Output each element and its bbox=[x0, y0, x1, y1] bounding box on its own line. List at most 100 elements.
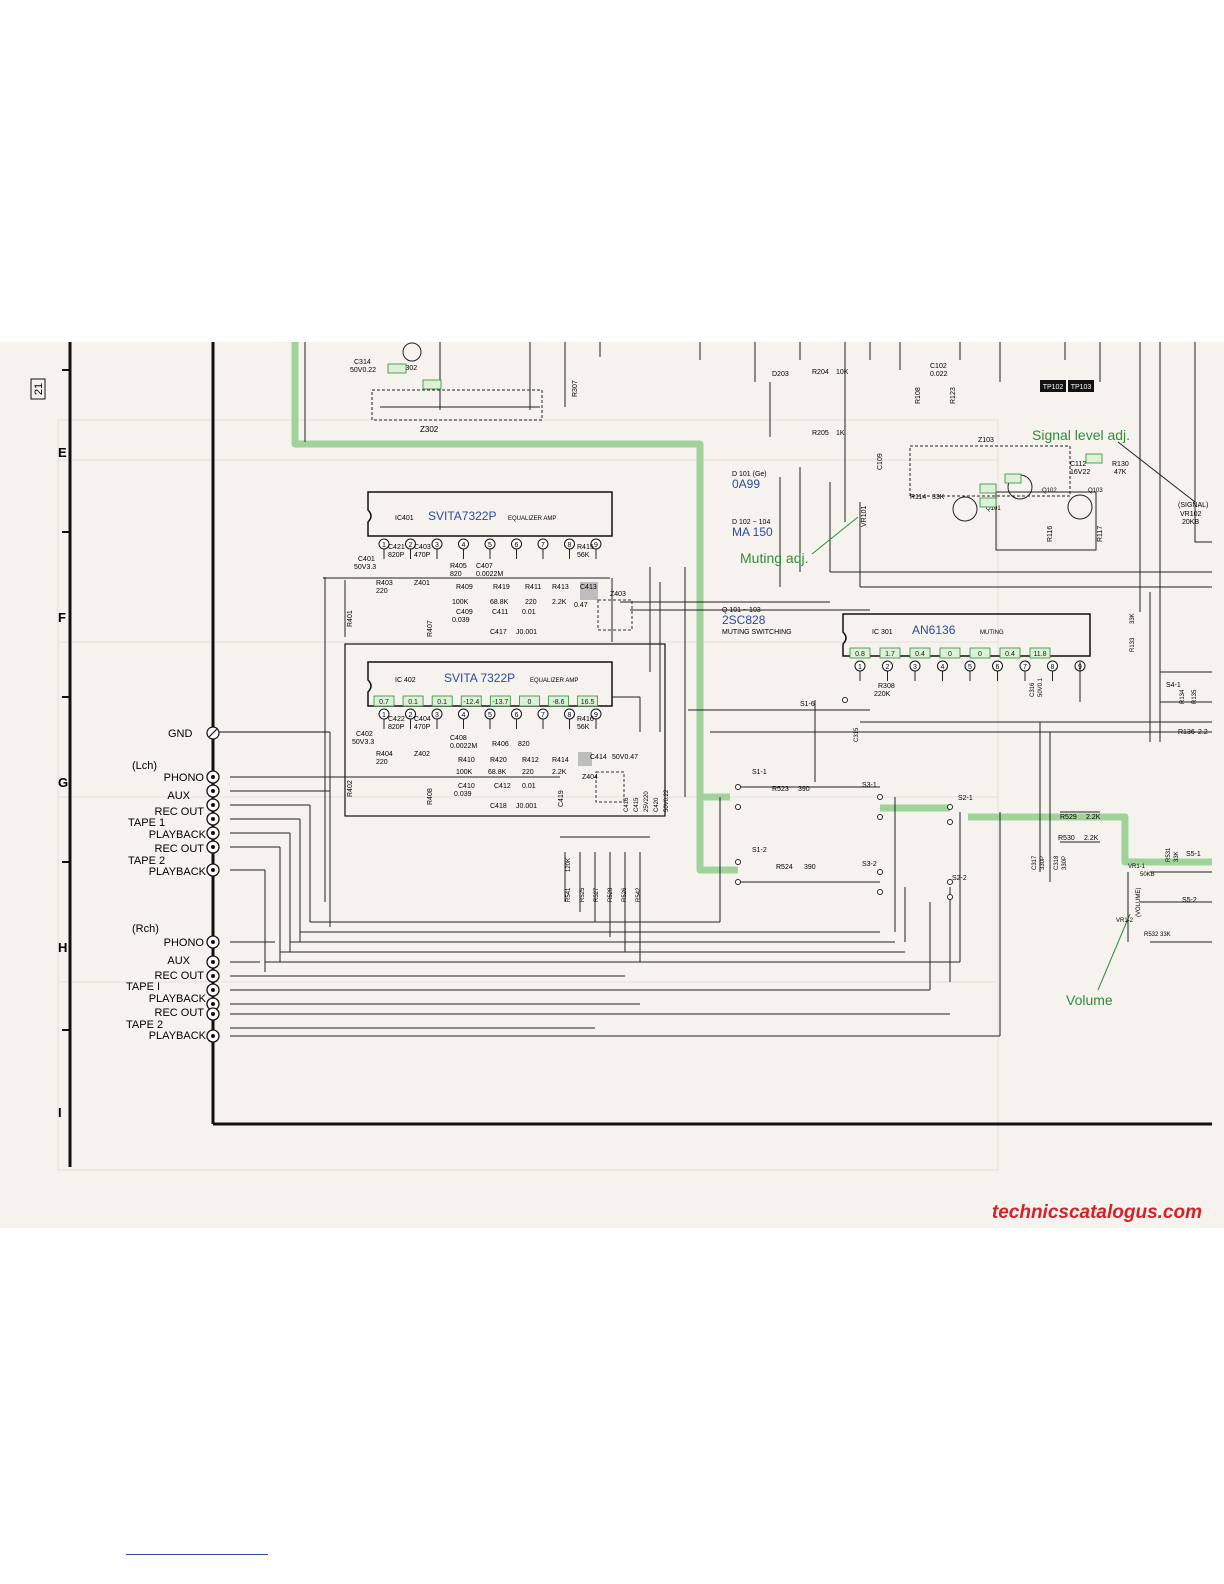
c403-label: C403 bbox=[414, 544, 431, 551]
ic301-pin-number: 6 bbox=[996, 664, 1000, 671]
r531-label: R531 bbox=[1166, 847, 1172, 862]
ic402-pin bbox=[537, 708, 549, 720]
r415-value: 56K bbox=[577, 552, 590, 559]
ic402-voltage: 16.5 bbox=[581, 699, 595, 706]
rca-jack-pin bbox=[211, 1034, 215, 1038]
c407-value: 0.0022M bbox=[476, 571, 503, 578]
r404-label: R404 bbox=[376, 751, 393, 758]
ic401-part: SVITA7322P bbox=[428, 509, 496, 523]
r530-value: 2.2K bbox=[1084, 835, 1099, 842]
ic402-pin-number: 5 bbox=[488, 712, 492, 719]
c318-label: C318 bbox=[1054, 855, 1060, 870]
c412-label: C412 bbox=[494, 783, 511, 790]
ic402-voltage: 0.7 bbox=[379, 699, 389, 706]
c417-label: C417 bbox=[490, 629, 507, 636]
r412-label: R412 bbox=[522, 757, 539, 764]
muting-leader bbox=[811, 516, 859, 555]
rch-aux: AUX bbox=[167, 955, 190, 967]
vr102-value: 20KB bbox=[1182, 519, 1199, 526]
vr102-label: VR102 bbox=[1180, 511, 1202, 518]
c420-value: 50V0.22 bbox=[664, 789, 670, 812]
rca-jack-pin bbox=[211, 940, 215, 944]
z401-label: Z401 bbox=[414, 580, 430, 587]
r528-label: R528 bbox=[608, 887, 614, 902]
volume-leader bbox=[1097, 913, 1131, 991]
d101-label: D 101 (Ge) bbox=[732, 471, 767, 478]
ic401-pin-number: 3 bbox=[435, 542, 439, 549]
ic402-pin-number: 4 bbox=[462, 712, 466, 719]
r413-value: 2.2K bbox=[552, 599, 567, 606]
tp103-label: TP103 bbox=[1071, 384, 1092, 391]
c318-value: 330P bbox=[1062, 856, 1068, 870]
vr1-2-label: VR1-2 bbox=[1116, 918, 1134, 924]
rca-jack-pin bbox=[211, 974, 215, 978]
rca-jack-pin bbox=[211, 831, 215, 835]
q-desc: MUTING SWITCHING bbox=[722, 629, 792, 636]
z302-voltage-boxes bbox=[387, 363, 442, 390]
r410-value: 100K bbox=[456, 769, 473, 776]
ic301-voltage: 0 bbox=[948, 651, 952, 658]
r108-label: R108 bbox=[915, 387, 922, 404]
vr1-1-label: VR1-1 bbox=[1128, 864, 1146, 870]
ic401-body bbox=[367, 491, 613, 537]
gnd-terminal bbox=[206, 726, 220, 740]
r130-value: 47K bbox=[1114, 469, 1127, 476]
ic301-pin-number: 4 bbox=[941, 664, 945, 671]
c402-value: 50V3.3 bbox=[352, 739, 374, 746]
c414-label: C414 bbox=[590, 754, 607, 761]
grid-row-e: E bbox=[58, 445, 67, 460]
s1-6-label: S1-6 bbox=[800, 701, 815, 708]
r416-label: R416 bbox=[577, 716, 594, 723]
tp103-box bbox=[1068, 380, 1094, 392]
r123-label: R123 bbox=[950, 387, 957, 404]
r205-label: R205 bbox=[812, 430, 829, 437]
r410-label: R410 bbox=[458, 757, 475, 764]
r530-label: R530 bbox=[1058, 835, 1075, 842]
schematic-diagram: 21 E F G H I bbox=[30, 342, 1212, 1223]
r307-label: R307 bbox=[572, 380, 579, 397]
c316-label: C316 bbox=[1030, 682, 1036, 697]
c315-label: C315 bbox=[854, 727, 860, 742]
ic401-pin-number: 6 bbox=[515, 542, 519, 549]
rch-tape-1: TAPE I bbox=[126, 981, 160, 993]
c409-label: C409 bbox=[456, 609, 473, 616]
c415-value: 25V220 bbox=[644, 791, 650, 812]
rca-jack-pin bbox=[211, 803, 215, 807]
background-ruling bbox=[57, 419, 999, 1171]
ic301-voltage: 1.7 bbox=[885, 651, 895, 658]
ic402-voltage: -12.4 bbox=[463, 699, 479, 706]
r133-label: R133 bbox=[1130, 637, 1136, 652]
ic401-desc: EQUALIZER AMP bbox=[508, 516, 556, 522]
r406-label: R406 bbox=[492, 741, 509, 748]
r526-label: R526 bbox=[622, 887, 628, 902]
lch-header: (Lch) bbox=[132, 760, 157, 772]
c412-value: 0.01 bbox=[522, 783, 536, 790]
ic401-pin-number: 2 bbox=[409, 542, 413, 549]
d102-label: D 102 ~ 104 bbox=[732, 519, 770, 526]
wiring bbox=[230, 567, 1212, 1037]
ic401-pin bbox=[431, 538, 443, 550]
r416-value: 56K bbox=[577, 724, 590, 731]
z402-label: Z402 bbox=[414, 751, 430, 758]
r205-value: 1K bbox=[836, 430, 845, 437]
ic402-ref: IC 402 bbox=[395, 677, 416, 684]
vr1-1-value: 50KB bbox=[1140, 872, 1155, 878]
z404-box bbox=[595, 771, 625, 803]
c314-value: 50V0.22 bbox=[350, 367, 376, 374]
tp102-box bbox=[1040, 380, 1066, 392]
c411-value: 0.01 bbox=[522, 609, 536, 616]
c410-value: 0.039 bbox=[454, 791, 472, 798]
ic301-pin bbox=[882, 660, 893, 672]
ic401-pin-number: 1 bbox=[382, 542, 386, 549]
c317-label: C317 bbox=[1032, 855, 1038, 870]
r117-label: R117 bbox=[1097, 526, 1104, 542]
q101-label: Q101 bbox=[986, 506, 1001, 512]
r409-value: 100K bbox=[452, 599, 469, 606]
r529-value: 2.2K bbox=[1086, 814, 1101, 821]
ic401-pin bbox=[511, 538, 522, 550]
c418-value: J0.001 bbox=[516, 803, 537, 810]
ic401-pin bbox=[564, 538, 575, 550]
c422-value: 820P bbox=[388, 724, 405, 731]
ic301-voltage-box bbox=[1029, 647, 1051, 659]
r419-value: 68.8K bbox=[490, 599, 509, 606]
